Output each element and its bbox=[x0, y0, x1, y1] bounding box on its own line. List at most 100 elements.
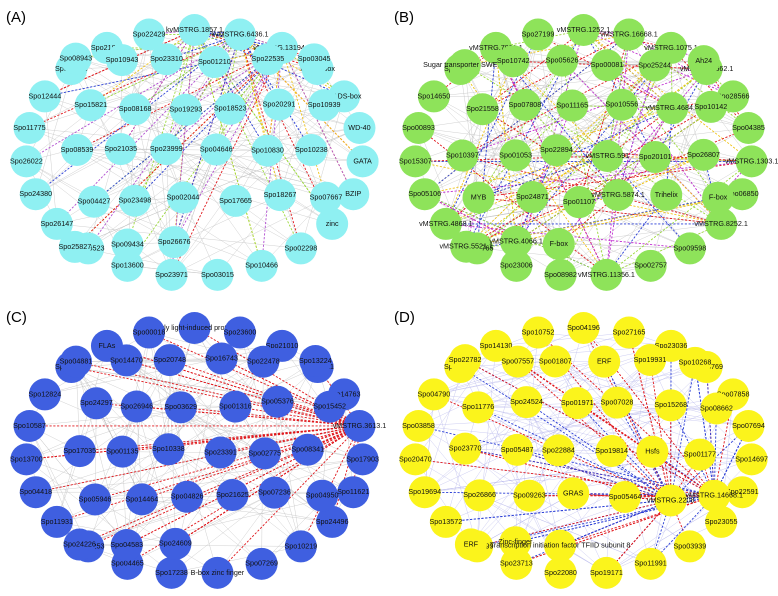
node-circle bbox=[248, 437, 281, 470]
node-circle bbox=[429, 207, 462, 240]
node-label: Spo23498 bbox=[118, 196, 151, 205]
node-label: Spo10830 bbox=[251, 145, 284, 154]
node-spo08341: Spo08341 bbox=[291, 433, 324, 466]
node-spo17665: Spo17665 bbox=[219, 184, 252, 217]
node-circle bbox=[499, 526, 532, 559]
node-circle bbox=[544, 258, 577, 291]
node-label: Spo19171 bbox=[590, 568, 623, 577]
node-erf: ERF bbox=[454, 528, 487, 561]
node-label: Spo10943 bbox=[106, 55, 139, 64]
network-edge bbox=[433, 96, 607, 276]
node-circle bbox=[673, 530, 706, 563]
node-f-box: F-box bbox=[702, 181, 735, 214]
node-circle bbox=[462, 181, 495, 214]
node-circle bbox=[563, 186, 596, 219]
network-edge bbox=[559, 495, 715, 547]
network-edge bbox=[415, 345, 497, 460]
node-circle bbox=[258, 476, 291, 509]
network-edge bbox=[445, 104, 526, 225]
node-label: Spo11931 bbox=[41, 517, 73, 526]
network-edge bbox=[278, 104, 363, 162]
network-edge bbox=[445, 61, 514, 225]
node-label: Spo22884 bbox=[542, 445, 575, 454]
node-spo05106: Spo05106 bbox=[408, 178, 441, 211]
node-label: Spo25244 bbox=[638, 60, 671, 69]
node-label: Spo22591 bbox=[726, 487, 759, 496]
network-edge bbox=[465, 448, 607, 574]
network-edge bbox=[516, 361, 605, 451]
node-spo00893: Spo00893 bbox=[402, 111, 435, 144]
node-circle bbox=[516, 181, 549, 214]
node-spo23310: Spo23310 bbox=[150, 43, 183, 76]
network-edge bbox=[606, 521, 722, 574]
node-circle bbox=[429, 505, 462, 538]
node-spo04881: Spo04881 bbox=[60, 345, 92, 378]
node-spo24609: Spo24609 bbox=[159, 527, 192, 560]
node-vmstrg-4066-1: vMSTRG.4066.1 bbox=[489, 225, 543, 258]
node-label: Spo21811 bbox=[91, 43, 123, 52]
node-circle bbox=[223, 316, 256, 349]
node-label: Spo15307 bbox=[399, 156, 432, 165]
network-edge bbox=[537, 332, 715, 497]
node-circle bbox=[119, 93, 152, 126]
node-circle bbox=[634, 249, 667, 282]
node-circle bbox=[561, 387, 594, 420]
node-spo05464: Spo05464 bbox=[609, 481, 641, 514]
node-label: Spo03045 bbox=[298, 54, 331, 63]
node-circle bbox=[687, 45, 720, 78]
node-label: Spo24609 bbox=[159, 539, 192, 548]
network-edge bbox=[239, 34, 268, 151]
network-edge bbox=[470, 402, 578, 545]
node-circle bbox=[497, 45, 530, 78]
node-label: vMSTRG.591 bbox=[586, 151, 630, 160]
node-label: Spo14763 bbox=[328, 389, 361, 398]
node-spo04427: Spo04427 bbox=[78, 185, 110, 218]
node-label: Spo18267 bbox=[264, 190, 297, 199]
node-circle bbox=[118, 184, 151, 217]
node-circle bbox=[602, 178, 635, 211]
network-edge bbox=[462, 107, 673, 156]
node-label: Spo14697 bbox=[735, 454, 768, 463]
node-circle bbox=[501, 433, 534, 466]
node-spo10238: Spo10238 bbox=[295, 134, 328, 167]
node-gata: GATA bbox=[346, 145, 379, 178]
node-label: Spo26946 bbox=[120, 401, 153, 410]
network-edge bbox=[171, 29, 195, 275]
node-label: Spo26022 bbox=[10, 156, 43, 165]
node-label: Spo08341 bbox=[291, 445, 324, 454]
network-edge bbox=[479, 495, 651, 565]
node-spo14470: Spo14470 bbox=[110, 344, 143, 377]
network-edge bbox=[445, 407, 479, 522]
node-circle bbox=[408, 476, 441, 509]
node-label: Spo08943 bbox=[59, 54, 92, 63]
network-edge bbox=[477, 406, 671, 501]
node-layer: kvMSTRG.1857.1kvMSTRG.6436.1vMSTRG.13194… bbox=[10, 14, 379, 291]
node-spo03045: Spo03045 bbox=[298, 43, 331, 76]
node-circle bbox=[634, 547, 667, 580]
node-label: Spo10466 bbox=[245, 261, 278, 270]
node-label: Spo07028 bbox=[601, 397, 634, 406]
network-edge bbox=[670, 362, 696, 501]
node-label: vMSTRG.4868.1 bbox=[419, 219, 473, 228]
node-circle bbox=[133, 316, 166, 349]
node-label: Spo08539 bbox=[61, 145, 94, 154]
node-label: Spo21625 bbox=[216, 490, 249, 499]
node-spo01135: Spo01135 bbox=[106, 435, 138, 468]
node-circle bbox=[634, 343, 667, 376]
node-spo22478: Spo22478 bbox=[247, 345, 280, 378]
node-circle bbox=[501, 345, 534, 378]
node-label: Spo05106 bbox=[408, 189, 441, 198]
node-circle bbox=[417, 378, 450, 411]
node-label: ERF bbox=[597, 357, 612, 366]
network-edge bbox=[29, 425, 89, 547]
network-edge bbox=[44, 47, 283, 97]
node-label: Spo16743 bbox=[205, 353, 238, 362]
network-edge bbox=[35, 148, 121, 195]
node-label: Spo22429 bbox=[133, 29, 166, 38]
node-label: Spo28566 bbox=[717, 91, 750, 100]
node-circle bbox=[291, 433, 324, 466]
node-circle bbox=[171, 480, 204, 513]
node-spo10830: Spo10830 bbox=[251, 134, 284, 167]
node-spo09434: Spo09434 bbox=[111, 228, 144, 261]
node-label: GATA bbox=[353, 156, 372, 165]
